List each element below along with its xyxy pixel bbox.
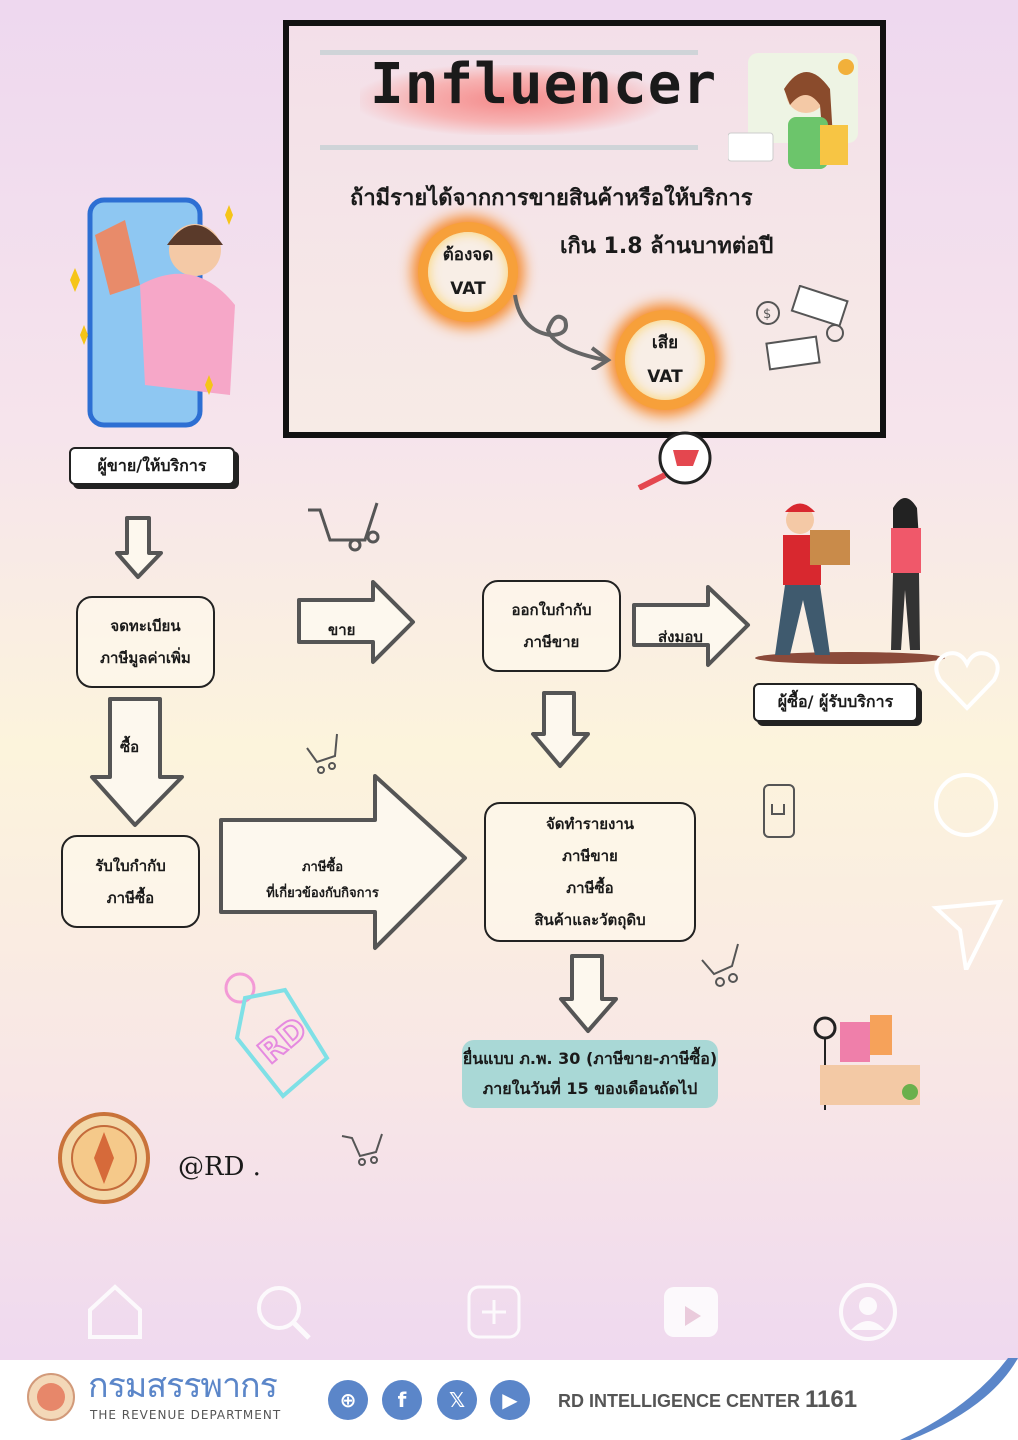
add-post-icon[interactable] [464, 1282, 524, 1342]
cart-icon [308, 502, 380, 552]
down-arrow-icon [531, 691, 590, 768]
youtube-icon[interactable]: ▶ [490, 1380, 530, 1420]
down-arrow-icon [115, 516, 163, 579]
box-line: จดทะเบียน [110, 617, 181, 635]
globe-icon[interactable]: ⊕ [328, 1380, 368, 1420]
phone-shopping-icon [763, 784, 795, 838]
footer-swoosh [900, 1358, 1018, 1440]
title-band [320, 50, 698, 150]
hotline-number: 1161 [805, 1386, 858, 1413]
seller-phone-illustration [70, 197, 235, 428]
account-handle: @RD . [178, 1152, 261, 1182]
revenue-department-seal [58, 1112, 150, 1204]
cart-icon [701, 943, 739, 987]
intelligence-center: RD INTELLIGENCE CENTER 1161 [558, 1386, 857, 1414]
org-name-thai: กรมสรรพากร [88, 1366, 278, 1406]
reels-icon[interactable] [661, 1282, 721, 1342]
search-icon[interactable] [253, 1282, 313, 1342]
revenue-department-logo [27, 1373, 75, 1421]
cart-icon [306, 733, 338, 774]
input-tax-arrow-label: ภาษีซื้อที่เกี่ยวข้องกับกิจการ [265, 855, 380, 907]
filing-deadline-badge: ยื่นแบบ ภ.พ. 30 (ภาษีขาย-ภาษีซื้อ) ภายในว… [462, 1040, 718, 1108]
magnifier-cart-icon [637, 431, 712, 490]
money-icon: $ [756, 285, 849, 371]
x-icon[interactable]: 𝕏 [437, 1380, 477, 1420]
arrow-label-line: ที่เกี่ยวข้องกับกิจการ [266, 886, 379, 901]
ring-text: VAT [647, 367, 683, 387]
ring-text: VAT [450, 279, 486, 299]
sell-arrow-label: ขาย [328, 621, 356, 639]
box-line: ภาษีขาย [523, 633, 580, 651]
box-line: ภาษีซื้อ [106, 888, 155, 907]
cart-icon [341, 1133, 383, 1166]
org-name-english: THE REVENUE DEPARTMENT [90, 1408, 282, 1422]
box-line: ภาษีมูลค่าเพิ่ม [100, 649, 191, 667]
ring-pay-vat: เสีย VAT [615, 310, 715, 410]
box-line: ภาษีซื้อ [566, 879, 614, 897]
curly-arrow-icon [513, 294, 612, 370]
issue-invoice-box: ออกใบกำกับภาษีขาย [482, 580, 621, 672]
page-title: Influencer [370, 52, 718, 117]
threshold-text: เกิน 1.8 ล้านบาทต่อปี [560, 234, 774, 259]
center-label: RD INTELLIGENCE CENTER [558, 1391, 801, 1411]
sell-arrow [297, 580, 415, 664]
home-icon[interactable] [85, 1282, 145, 1342]
input-tax-arrow [219, 774, 467, 950]
register-vat-box: จดทะเบียนภาษีมูลค่าเพิ่ม [76, 596, 215, 688]
price-tag-icon: RD [224, 972, 330, 1099]
deliver-arrow-label: ส่งมอบ [658, 628, 703, 646]
title-glow [360, 65, 660, 135]
buy-arrow [90, 697, 184, 827]
ring-text: เสีย [651, 333, 679, 353]
box-line: จัดทำรายงาน [545, 815, 635, 833]
seller-label: ผู้ขาย/ให้บริการ [69, 447, 235, 485]
influencer-illustration [728, 53, 858, 169]
ring-register-vat: ต้องจด VAT [418, 222, 518, 322]
buy-arrow-label: ซื้อ [120, 738, 140, 756]
badge-line: ยื่นแบบ ภ.พ. 30 (ภาษีขาย-ภาษีซื้อ) [462, 1049, 718, 1068]
receive-invoice-box: รับใบกำกับภาษีซื้อ [61, 835, 200, 928]
live-stream-illustration [813, 1015, 920, 1110]
social-side-icons [931, 651, 1004, 970]
down-arrow-icon [559, 954, 618, 1033]
box-line: รับใบกำกับ [95, 856, 166, 875]
profile-icon[interactable] [838, 1282, 898, 1342]
box-line: สินค้าและวัตถุดิบ [534, 911, 646, 929]
buyer-label: ผู้ซื้อ/ ผู้รับบริการ [753, 683, 918, 722]
badge-line: ภายในวันที่ 15 ของเดือนถัดไป [482, 1079, 698, 1098]
arrow-label-line: ภาษีซื้อ [301, 860, 344, 875]
delivery-illustration [755, 498, 945, 664]
report-box: จัดทำรายงานภาษีขาย ภาษีซื้อสินค้าและวัตถ… [484, 802, 696, 942]
box-line: ภาษีขาย [562, 847, 618, 865]
deliver-arrow [632, 585, 750, 667]
box-line: ออกใบกำกับ [511, 601, 592, 619]
svg-text:$: $ [763, 307, 771, 322]
condition-text: ถ้ามีรายได้จากการขายสินค้าหรือให้บริการ [350, 186, 753, 211]
ring-text: ต้องจด [442, 245, 494, 265]
facebook-icon[interactable]: f [382, 1380, 422, 1420]
